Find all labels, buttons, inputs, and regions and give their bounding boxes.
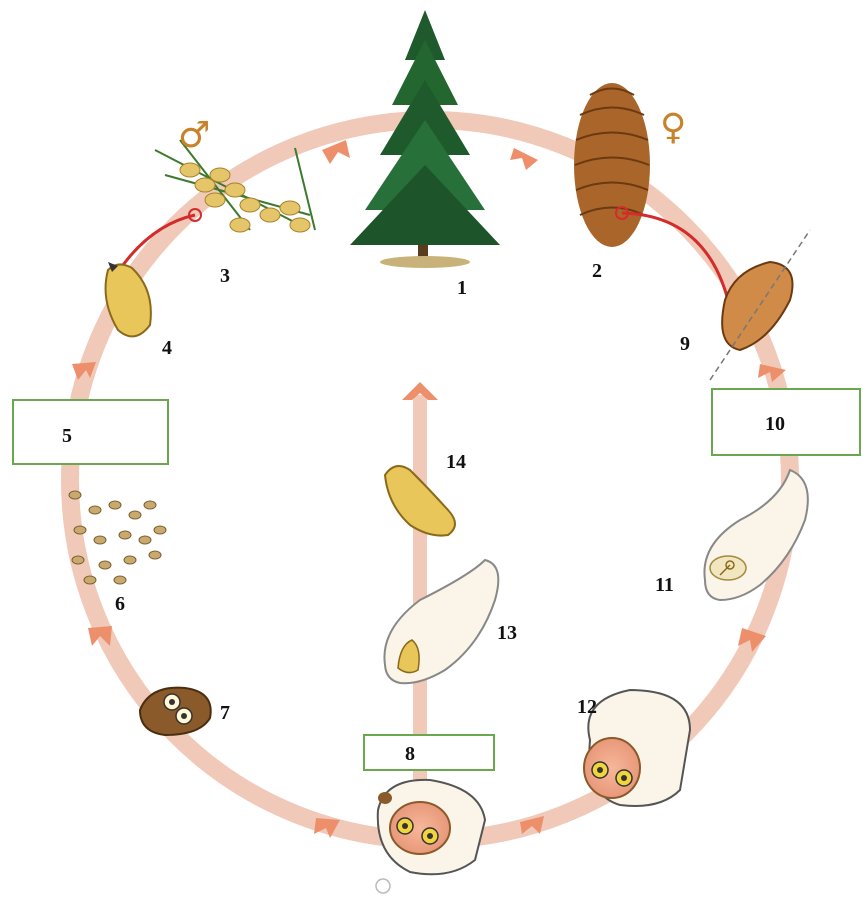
label-5: 5	[62, 426, 72, 446]
arrow-top-right	[510, 148, 538, 170]
label-3: 3	[220, 266, 230, 286]
winged-pollen-illustration	[140, 688, 211, 735]
seed-illustration-13	[384, 560, 498, 683]
answer-box-10[interactable]: 10	[711, 388, 861, 456]
female-cone-illustration	[574, 83, 650, 247]
label-10: 10	[765, 414, 785, 434]
label-4: 4	[162, 338, 172, 358]
fertilized-ovule-illustration	[376, 780, 485, 893]
male-symbol: ♂	[178, 118, 210, 154]
ovule-illustration-11	[704, 470, 807, 600]
label-2: 2	[592, 261, 602, 281]
answer-box-5[interactable]: 5	[12, 399, 169, 465]
answer-box-8[interactable]: 8	[363, 734, 495, 771]
label-14: 14	[446, 452, 466, 472]
label-8: 8	[405, 744, 415, 764]
pine-tree-illustration	[350, 10, 500, 268]
label-6: 6	[115, 594, 125, 614]
label-1: 1	[457, 278, 467, 298]
label-9: 9	[680, 334, 690, 354]
label-11: 11	[655, 575, 674, 595]
label-12: 12	[577, 697, 597, 717]
label-13: 13	[497, 623, 517, 643]
female-symbol: ♀	[660, 110, 686, 146]
label-7: 7	[220, 703, 230, 723]
ovule-illustration-12	[584, 690, 690, 806]
